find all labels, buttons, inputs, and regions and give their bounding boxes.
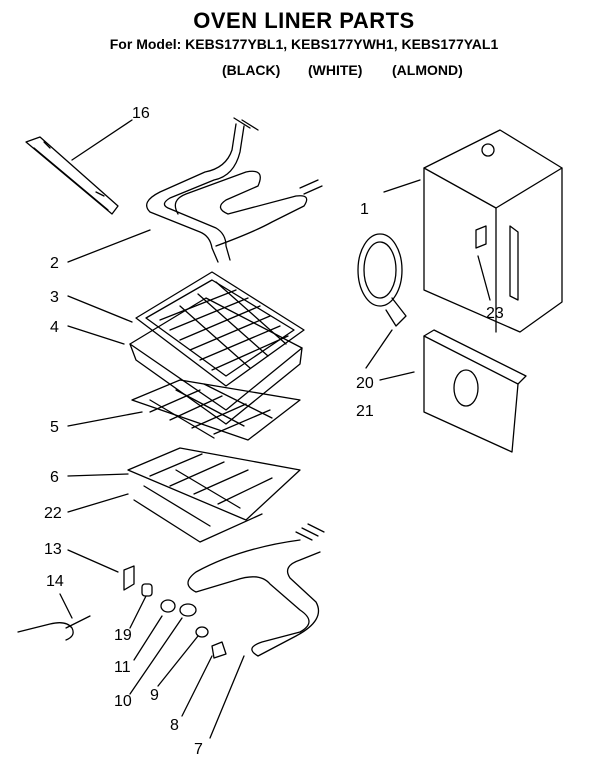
callout-14: 14 xyxy=(46,573,64,590)
callout-20: 20 xyxy=(356,375,374,392)
callout-11: 11 xyxy=(114,659,131,676)
callout-13: 13 xyxy=(44,541,62,558)
callout-5: 5 xyxy=(50,419,59,436)
callout-19: 19 xyxy=(114,627,132,644)
color-white: (WHITE) xyxy=(308,62,363,78)
part-1-oven-cavity xyxy=(423,129,563,333)
part-14-probe xyxy=(17,615,91,641)
model-numbers: For Model: KEBS177YBL1, KEBS177YWH1, KEB… xyxy=(109,36,499,52)
callout-21: 21 xyxy=(356,403,374,420)
color-almond: (ALMOND) xyxy=(392,62,463,78)
color-black: (BLACK) xyxy=(222,62,281,78)
callout-22: 22 xyxy=(44,505,62,522)
diagram-title: OVEN LINER PARTS xyxy=(193,8,415,33)
part-5-oven-rack xyxy=(131,379,301,441)
part-20-ring xyxy=(357,233,407,327)
part-6-lower-rack xyxy=(127,447,301,543)
callout-labels: 16 1 2 3 4 20 23 21 5 6 22 13 14 19 11 1… xyxy=(44,105,504,758)
part-21-back-panel xyxy=(423,329,527,453)
part-7-bake-element xyxy=(187,523,325,657)
part-3-4-broiler-pan xyxy=(129,271,305,425)
callout-6: 6 xyxy=(50,469,59,486)
part-2-heating-element xyxy=(146,117,323,263)
part-16-bracket xyxy=(25,136,119,215)
small-hardware-parts xyxy=(123,565,227,659)
callout-9: 9 xyxy=(150,687,159,704)
callout-leaders xyxy=(59,119,491,739)
callout-10: 10 xyxy=(114,693,132,710)
callout-4: 4 xyxy=(50,319,59,336)
callout-23: 23 xyxy=(486,305,504,322)
callout-3: 3 xyxy=(50,289,59,306)
callout-8: 8 xyxy=(170,717,179,734)
callout-16: 16 xyxy=(132,105,150,122)
callout-2: 2 xyxy=(50,255,59,272)
callout-1: 1 xyxy=(360,201,369,218)
callout-7: 7 xyxy=(194,741,203,758)
